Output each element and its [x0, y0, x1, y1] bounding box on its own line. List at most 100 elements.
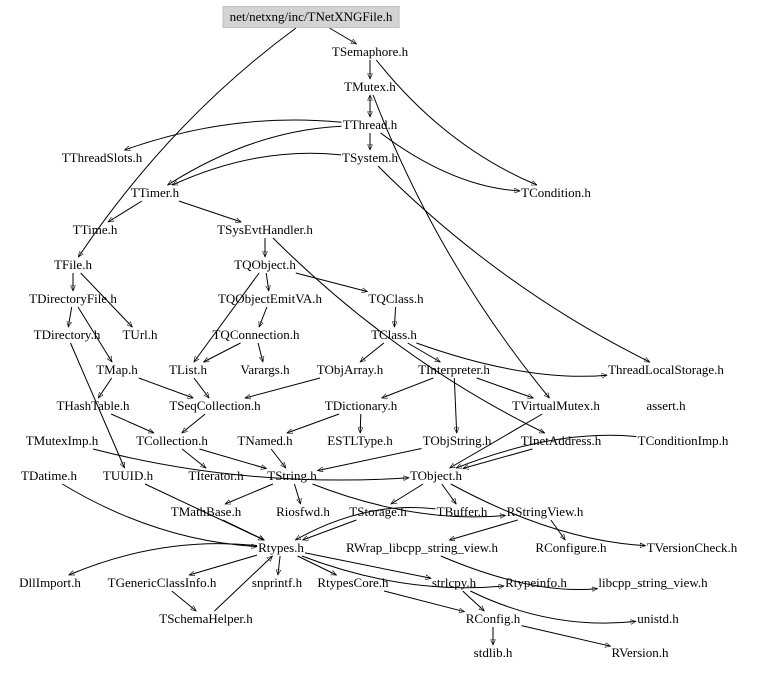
edge-tqconnection-h-to-tlist-h	[204, 342, 241, 363]
edge-tqclass-h-to-tclass-h	[394, 306, 395, 327]
edge-rstringview-h-to-rwrap-libcpp-string-view-h	[449, 519, 518, 540]
edge-tfile-h-to-turl-h	[80, 272, 133, 327]
node-net-netxng-inc-tnetxngfile-h[interactable]: net/netxng/inc/TNetXNGFile.h	[222, 6, 400, 28]
edge-tinetaddress-h-to-tobject-h	[463, 448, 533, 468]
node-rtypes-h: Rtypes.h	[258, 540, 304, 555]
node-tfile-h: TFile.h	[54, 257, 92, 272]
edge-tqobject-h-to-tqobjectemitva-h	[266, 272, 269, 291]
node-snprintf-h: snprintf.h	[251, 575, 303, 590]
node-tstring-h: TString.h	[267, 468, 317, 483]
node-tinterpreter-h: TInterpreter.h	[418, 362, 490, 377]
node-tconditionimp-h: TConditionImp.h	[637, 433, 729, 448]
node-tlist-h: TList.h	[169, 362, 207, 377]
edge-tnamed-h-to-tstring-h	[270, 448, 286, 468]
node-tqobjectemitva-h: TQObjectEmitVA.h	[217, 291, 323, 306]
edge-tqconnection-h-to-varargs-h	[257, 342, 263, 362]
edge-tinterpreter-h-to-tdictionary-h	[382, 377, 434, 398]
node-tmap-h: TMap.h	[96, 362, 138, 377]
edge-tqobjectemitva-h-to-tqconnection-h	[259, 306, 268, 327]
edge-strlcpy-h-to-rconfig-h	[462, 590, 485, 611]
node-varargs-h: Varargs.h	[240, 362, 290, 377]
edge-rtypes-h-to-strlcpy-h	[304, 552, 431, 578]
node-stdlib-h: stdlib.h	[473, 645, 513, 660]
edge-tcollection-h-to-tstring-h	[199, 448, 266, 469]
edge-tstring-h-to-rstringview-h	[312, 483, 506, 517]
node-tmathbase-h: TMathBase.h	[170, 504, 242, 519]
edge-tmap-h-to-thashtable-h	[97, 377, 113, 398]
edge-ttimer-h-to-ttime-h	[108, 200, 143, 223]
node-turl-h: TUrl.h	[122, 327, 158, 342]
edge-rstringview-h-to-rconfigure-h	[550, 519, 565, 540]
node-rwrap-libcpp-string-view-h: RWrap_libcpp_string_view.h	[345, 540, 499, 555]
edge-tmuteximp-h-to-tobject-h	[92, 448, 409, 480]
edge-rtypes-h-to-rtypeinfo-h	[301, 555, 504, 588]
edge-tlist-h-to-tseqcollection-h	[193, 377, 209, 398]
node-tschemahelper-h: TSchemaHelper.h	[159, 611, 253, 626]
node-tcondition-h: TCondition.h	[521, 185, 591, 200]
edge-net-netxng-inc-tnetxngfile-h-to-tsemaphore-h	[329, 27, 357, 45]
edge-tdictionary-h-to-estltype-h	[360, 413, 361, 433]
edge-tmathbase-h-to-rtypes-h	[222, 519, 265, 541]
node-estltype-h: ESTLType.h	[327, 433, 393, 448]
edge-tobjstring-h-to-tstring-h	[318, 448, 422, 471]
node-tdirectoryfile-h: TDirectoryFile.h	[29, 291, 117, 306]
edge-tthread-h-to-ttimer-h	[168, 125, 342, 186]
node-tversioncheck-h: TVersionCheck.h	[646, 540, 738, 555]
node-tqconnection-h: TQConnection.h	[212, 327, 300, 342]
edge-tdirectoryfile-h-to-tdirectory-h	[68, 306, 73, 327]
edge-tclass-h-to-tinterpreter-h	[407, 342, 441, 363]
edge-tseqcollection-h-to-tcollection-h	[182, 413, 206, 433]
node-tmutex-h: TMutex.h	[344, 79, 396, 94]
edge-tmutex-h-to-tvirtualmutex-h	[372, 94, 549, 398]
node-strlcpy-h: strlcpy.h	[431, 575, 477, 590]
edge-strlcpy-h-to-unistd-h	[470, 590, 636, 623]
edge-tcollection-h-to-titerator-h	[181, 448, 206, 468]
node-tsystem-h: TSystem.h	[342, 150, 398, 165]
node-tvirtualmutex-h: TVirtualMutex.h	[512, 398, 600, 413]
node-tdictionary-h: TDictionary.h	[324, 398, 398, 413]
node-unistd-h: unistd.h	[637, 611, 679, 626]
edge-ttimer-h-to-tsysevthandler-h	[178, 200, 241, 222]
node-riosfwd-h: Riosfwd.h	[276, 504, 330, 519]
edge-tdirectory-h-to-tuuid-h	[70, 342, 125, 468]
node-tseqcollection-h: TSeqCollection.h	[169, 398, 261, 413]
node-rconfigure-h: RConfigure.h	[535, 540, 607, 555]
edge-rwrap-libcpp-string-view-h-to-libcpp-string-view-h	[440, 555, 598, 590]
node-tnamed-h: TNamed.h	[237, 433, 293, 448]
edge-net-netxng-inc-tnetxngfile-h-to-tfile-h	[77, 27, 297, 257]
node-tdatime-h: TDatime.h	[21, 468, 77, 483]
edge-rtypes-h-to-snprintf-h	[278, 555, 280, 575]
node-tcollection-h: TCollection.h	[136, 433, 208, 448]
edge-rtypes-h-to-tgenericclassinfo-h	[189, 554, 258, 575]
node-tstorage-h: TStorage.h	[349, 504, 407, 519]
edge-tclass-h-to-threadlocalstorage-h	[416, 342, 607, 376]
node-tmuteximp-h: TMutexImp.h	[25, 433, 99, 448]
node-tqclass-h: TQClass.h	[368, 291, 424, 306]
edge-thashtable-h-to-tcollection-h	[110, 413, 154, 434]
edge-tobject-h-to-tstorage-h	[391, 483, 424, 505]
edge-tobjarray-h-to-tseqcollection-h	[245, 377, 321, 398]
node-rstringview-h: RStringView.h	[506, 504, 584, 519]
edge-tsystem-h-to-ttimer-h	[172, 152, 342, 186]
edge-tdirectoryfile-h-to-tmap-h	[77, 306, 113, 362]
edge-rtypescore-h-to-rconfig-h	[383, 590, 464, 612]
node-tuuid-h: TUUID.h	[102, 468, 154, 483]
node-tsysevthandler-h: TSysEvtHandler.h	[217, 222, 313, 237]
node-tthread-h: TThread.h	[342, 117, 398, 132]
node-tgenericclassinfo-h: TGenericClassInfo.h	[107, 575, 217, 590]
node-libcpp-string-view-h: libcpp_string_view.h	[598, 575, 708, 590]
edge-tvirtualmutex-h-to-tobject-h	[450, 413, 543, 469]
node-tinetaddress-h: TInetAddress.h	[520, 433, 602, 448]
edge-tobject-h-to-tversioncheck-h	[450, 483, 646, 546]
node-rversion-h: RVersion.h	[611, 645, 669, 660]
node-ttime-h: TTime.h	[72, 222, 118, 237]
edge-tsysevthandler-h-to-tinetaddress-h	[272, 237, 545, 434]
edge-tstorage-h-to-rtypes-h	[303, 519, 357, 540]
edge-tinterpreter-h-to-tobjstring-h	[454, 377, 456, 433]
node-thashtable-h: THashTable.h	[56, 398, 130, 413]
node-threadlocalstorage-h: ThreadLocalStorage.h	[608, 362, 724, 377]
edge-tobject-h-to-tbuffer-h	[441, 483, 456, 504]
edge-tthread-h-to-tthreadslots-h	[125, 119, 342, 150]
node-dllimport-h: DllImport.h	[19, 575, 81, 590]
